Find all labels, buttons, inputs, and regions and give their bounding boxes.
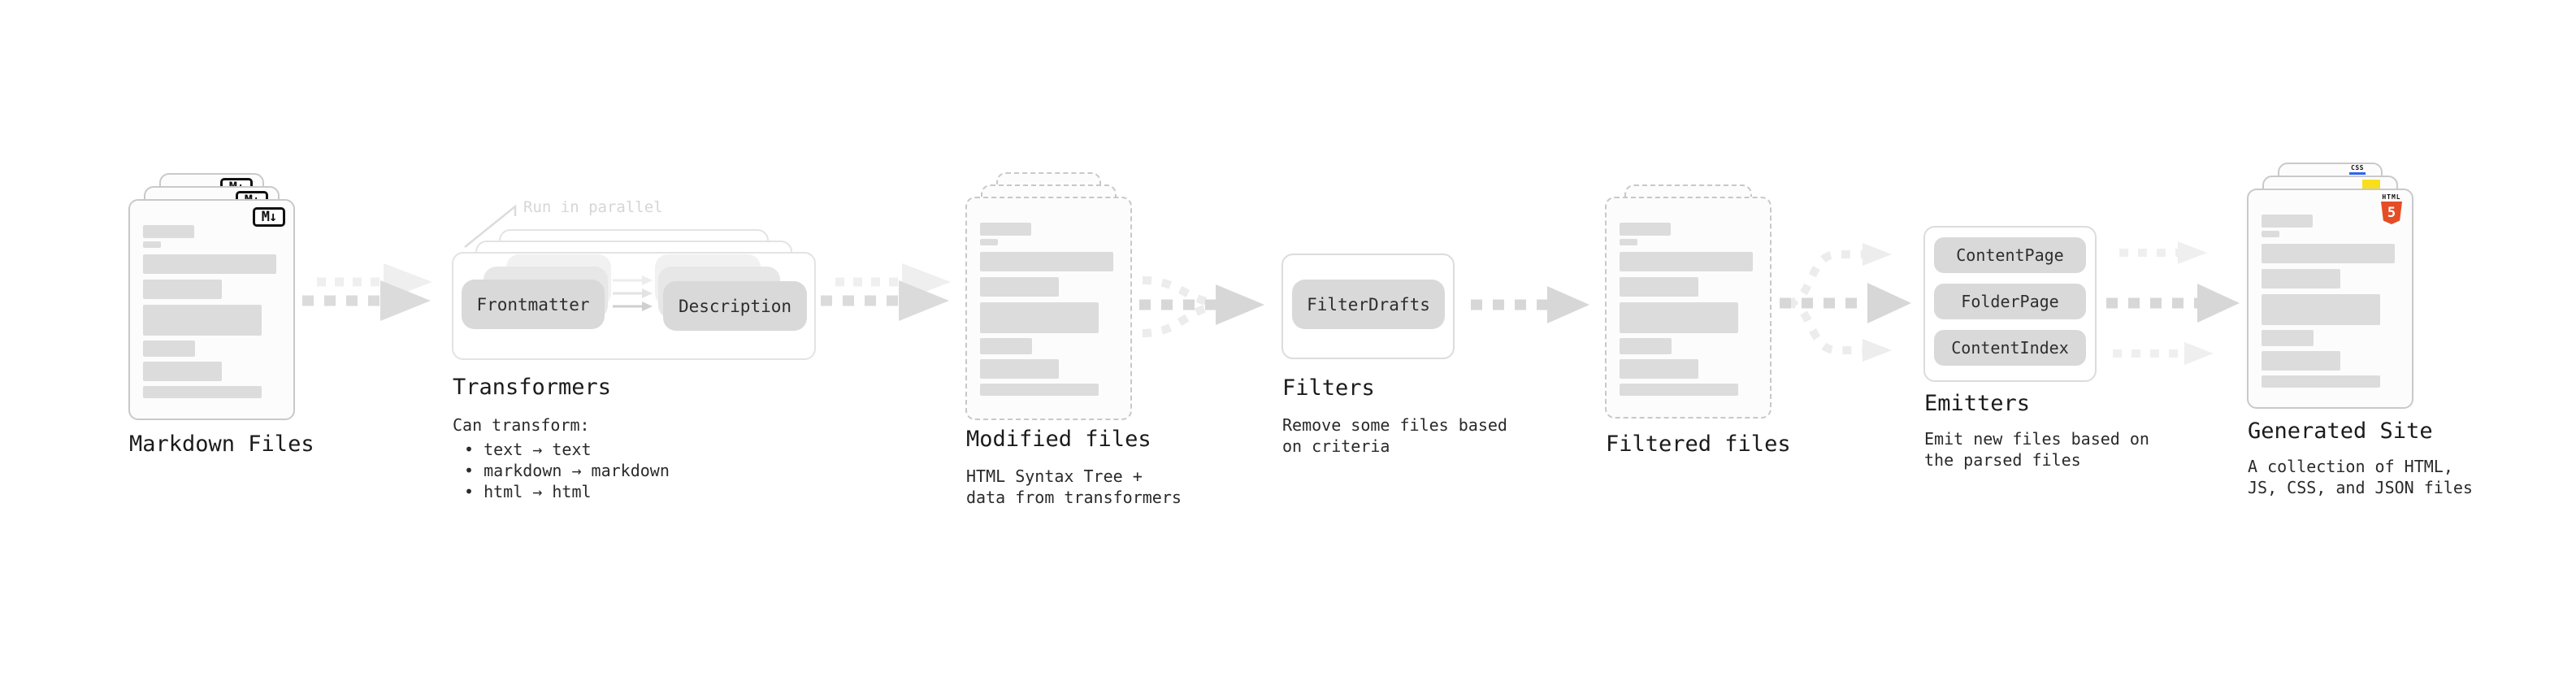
placeholder-text-bar: [143, 280, 222, 299]
placeholder-text-bar: [143, 386, 262, 398]
placeholder-text-bar: [143, 241, 161, 248]
placeholder-text-bar: [1620, 239, 1637, 245]
contentpage-pill: ContentPage: [1934, 237, 2086, 273]
description-pill: Description: [663, 281, 807, 331]
arrow-filters-to-filtered: [1471, 286, 1589, 323]
placeholder-text-bar: [1620, 277, 1698, 297]
parallel-transform-arrows: [613, 275, 653, 311]
filterdrafts-pill: FilterDrafts: [1292, 280, 1445, 329]
generated-site-subtext-1: A collection of HTML,: [2248, 457, 2453, 476]
transformers-bullet-2: • markdown → markdown: [464, 461, 670, 480]
placeholder-text-bar: [2262, 269, 2340, 288]
placeholder-text-bar: [143, 225, 194, 238]
run-in-parallel-leader-line: [464, 204, 517, 248]
html5-icon: HTML 5: [2379, 193, 2404, 224]
filtered-files-label: Filtered files: [1606, 432, 1791, 457]
placeholder-text-bar: [1620, 359, 1698, 379]
css-icon: CSS: [2348, 165, 2366, 175]
placeholder-text-bar: [2262, 294, 2380, 325]
emitters-label: Emitters: [1924, 391, 2031, 416]
transformers-label: Transformers: [453, 375, 612, 400]
placeholder-text-bar: [143, 362, 222, 381]
modified-file-card-front: [965, 197, 1132, 420]
placeholder-text-bar: [1620, 338, 1672, 354]
placeholder-text-bar: [1620, 384, 1738, 396]
filters-label: Filters: [1282, 375, 1375, 401]
placeholder-text-bar: [1620, 252, 1753, 271]
placeholder-text-bar: [980, 302, 1099, 333]
placeholder-text-bar: [980, 252, 1113, 271]
placeholder-text-bar: [980, 239, 998, 245]
modified-files-label: Modified files: [966, 427, 1151, 452]
markdown-files-label: Markdown Files: [129, 432, 314, 457]
emitters-subtext-1: Emit new files based on: [1924, 429, 2149, 449]
transformers-note-title: Can transform:: [453, 415, 590, 435]
arrow-markdown-to-transformers: [302, 263, 432, 321]
emitters-subtext-2: the parsed files: [1924, 450, 2081, 470]
markdown-icon: M↓: [253, 207, 285, 227]
placeholder-text-bar: [143, 305, 262, 336]
filters-subtext-1: Remove some files based: [1282, 415, 1507, 435]
placeholder-text-bar: [2262, 215, 2313, 228]
run-in-parallel-label: Run in parallel: [523, 198, 663, 216]
placeholder-text-bar: [2262, 244, 2395, 263]
placeholder-text-bar: [1620, 223, 1671, 236]
placeholder-text-bar: [980, 384, 1099, 396]
placeholder-text-bar: [143, 254, 276, 274]
generated-site-label: Generated Site: [2248, 419, 2433, 444]
placeholder-text-bar: [980, 277, 1059, 297]
filtered-file-card-front: [1605, 197, 1772, 419]
placeholder-text-bar: [2262, 330, 2314, 346]
placeholder-text-bar: [1620, 302, 1738, 333]
placeholder-text-bar: [2262, 231, 2279, 237]
js-icon: [2362, 180, 2380, 189]
contentindex-pill: ContentIndex: [1934, 330, 2086, 366]
placeholder-text-bar: [980, 359, 1059, 379]
placeholder-text-bar: [980, 223, 1031, 236]
arrow-filtered-to-emitters-diverge: [1780, 243, 1911, 362]
transformers-bullet-1: • text → text: [464, 440, 592, 459]
markdown-file-card-front: M↓: [128, 199, 295, 420]
folderpage-pill: FolderPage: [1934, 284, 2086, 319]
html-file-card: HTML 5: [2247, 189, 2413, 409]
generated-site-subtext-2: JS, CSS, and JSON files: [2248, 478, 2473, 497]
transformers-bullet-3: • html → html: [464, 482, 592, 501]
modified-files-subtext-1: HTML Syntax Tree +: [966, 466, 1143, 486]
filters-subtext-2: on criteria: [1282, 436, 1390, 456]
modified-files-subtext-2: data from transformers: [966, 488, 1182, 507]
frontmatter-pill: Frontmatter: [462, 280, 605, 329]
placeholder-text-bar: [2262, 351, 2340, 371]
placeholder-text-bar: [2262, 375, 2380, 388]
arrow-emitters-to-generated: [2106, 241, 2240, 365]
arrow-modified-to-filters-merge: [1139, 276, 1264, 337]
placeholder-text-bar: [980, 338, 1032, 354]
arrow-transformers-to-modified: [821, 263, 951, 321]
placeholder-text-bar: [143, 340, 195, 357]
